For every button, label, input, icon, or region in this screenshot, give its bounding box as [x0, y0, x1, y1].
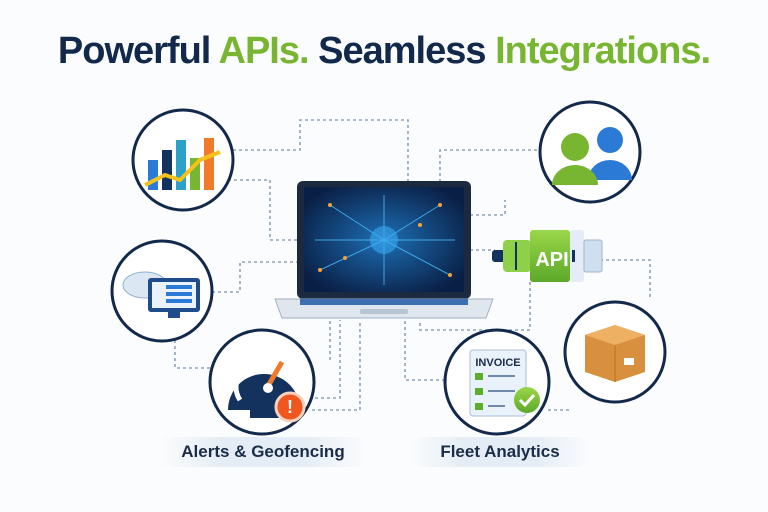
connector-lines — [174, 119, 651, 411]
headline-part-3: Seamless — [318, 30, 486, 72]
headline-part-2: APIs. — [218, 30, 310, 72]
label-fleet-analytics: Fleet Analytics — [410, 437, 590, 467]
users-icon — [538, 100, 642, 204]
invoice-label: INVOICE — [475, 357, 520, 369]
cloud-dashboard-icon — [110, 239, 214, 343]
laptop-illustration — [274, 181, 494, 319]
headline-part-4: Integrations. — [495, 30, 711, 72]
alert-gauge-icon: ! — [208, 328, 316, 436]
label-alerts-geofencing: Alerts & Geofencing — [160, 437, 366, 467]
svg-text:!: ! — [287, 397, 293, 417]
package-icon — [563, 300, 667, 404]
invoice-icon — [443, 328, 551, 436]
headline: Powerful APIs. Seamless Integrations. — [0, 30, 768, 73]
headline-part-1: Powerful — [57, 30, 211, 72]
api-plug-label: API — [535, 249, 568, 271]
api-plug-icon — [492, 230, 603, 282]
analytics-chart-icon — [131, 108, 235, 212]
